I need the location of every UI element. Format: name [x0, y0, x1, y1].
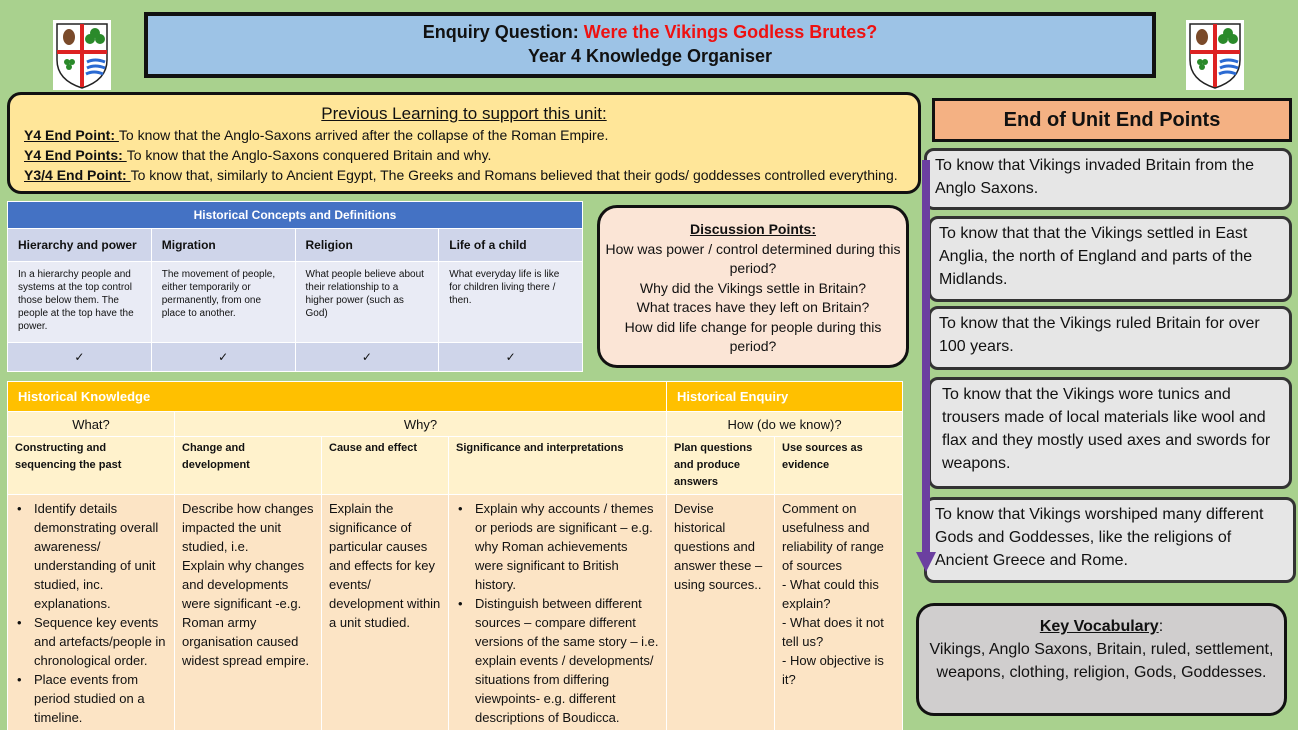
bullet-item: Identify details demonstrating overall a…	[15, 499, 167, 613]
body-line: Comment on usefulness and reliability of…	[782, 501, 884, 573]
end-point-item: To know that Vikings invaded Britain fro…	[924, 148, 1292, 210]
previous-learning-item: Y3/4 End Point: To know that, similarly …	[24, 165, 904, 185]
concept-heading: Hierarchy and power	[7, 228, 152, 263]
down-arrow-icon	[916, 160, 936, 572]
why-label: Why?	[173, 411, 668, 437]
concept-definition: In a hierarchy people and systems at the…	[7, 261, 152, 344]
how-label: How (do we know)?	[666, 411, 904, 437]
discussion-heading: Discussion Points:	[689, 221, 817, 237]
bullet-item: Explain why accounts / themes or periods…	[456, 499, 659, 594]
end-point-item: To know that Vikings worshiped many diff…	[924, 497, 1296, 583]
column-body: Identify details demonstrating overall a…	[7, 494, 175, 730]
body-line: - What could this explain?	[782, 577, 879, 611]
previous-learning-label: Y4 End Points:	[24, 147, 127, 163]
column-heading: Change and development	[174, 436, 322, 495]
discussion-point: Why did the Vikings settle in Britain?	[639, 279, 867, 296]
column-body: Explain why accounts / themes or periods…	[447, 494, 668, 730]
end-point-item: To know that that the Vikings settled in…	[928, 216, 1292, 302]
school-crest-icon	[53, 20, 111, 90]
column-body: Describe how changes impacted the unit s…	[174, 494, 322, 730]
title-banner: Enquiry Question: Were the Vikings Godle…	[144, 12, 1156, 78]
column-heading: Cause and effect	[321, 436, 449, 495]
concept-heading: Religion	[294, 228, 440, 263]
previous-learning-item: Y4 End Points: To know that the Anglo-Sa…	[24, 145, 904, 165]
enquiry-question: Enquiry Question: Were the Vikings Godle…	[148, 22, 1152, 43]
column-heading: Use sources as evidence	[774, 436, 904, 495]
concept-heading: Migration	[150, 228, 296, 263]
tick-icon: ✓	[438, 342, 583, 372]
discussion-points-panel: Discussion Points: How was power / contr…	[597, 205, 909, 368]
discussion-point: How was power / control determined durin…	[605, 240, 901, 277]
what-label: What?	[7, 411, 175, 437]
bullet-item: Place events from period studied on a ti…	[15, 670, 167, 727]
end-points-title: End of Unit End Points	[932, 98, 1292, 142]
previous-learning-text: To know that, similarly to Ancient Egypt…	[130, 167, 898, 183]
vocabulary-colon: :	[1158, 618, 1164, 635]
column-heading: Plan questions and produce answers	[666, 436, 776, 495]
column-heading: Significance and interpretations	[447, 436, 668, 495]
previous-learning-panel: Previous Learning to support this unit: …	[7, 92, 921, 194]
body-line: - How objective is it?	[782, 653, 884, 687]
previous-learning-text: To know that the Anglo-Saxons conquered …	[126, 147, 492, 163]
end-point-item: To know that the Vikings wore tunics and…	[928, 377, 1292, 489]
body-line: Explain why changes and developments wer…	[182, 558, 310, 668]
tick-icon: ✓	[294, 342, 440, 372]
previous-learning-label: Y3/4 End Point:	[24, 167, 131, 183]
previous-learning-label: Y4 End Point:	[24, 127, 119, 143]
enquiry-question-text: Were the Vikings Godless Brutes?	[583, 22, 878, 42]
column-body: Explain the significance of particular c…	[321, 494, 449, 730]
body-line: - What does it not tell us?	[782, 615, 884, 649]
end-point-item: To know that the Vikings ruled Britain f…	[928, 306, 1292, 370]
previous-learning-item: Y4 End Point: To know that the Anglo-Sax…	[24, 125, 904, 145]
tick-icon: ✓	[7, 342, 152, 372]
enquiry-label: Enquiry Question:	[422, 22, 579, 42]
knowledge-table: Historical Knowledge Historical Enquiry …	[6, 381, 904, 730]
column-body: Devise historical questions and answer t…	[666, 494, 776, 730]
column-body: Comment on usefulness and reliability of…	[774, 494, 904, 730]
page-subtitle: Year 4 Knowledge Organiser	[527, 46, 773, 66]
previous-learning-heading: Previous Learning to support this unit:	[321, 104, 607, 123]
school-crest-icon	[1186, 20, 1244, 90]
concepts-table-title: Historical Concepts and Definitions	[7, 200, 583, 230]
concept-definition: The movement of people, either temporari…	[150, 261, 296, 344]
historical-knowledge-title: Historical Knowledge	[6, 381, 668, 412]
concept-heading: Life of a child	[438, 228, 583, 263]
historical-enquiry-title: Historical Enquiry	[666, 381, 904, 412]
body-line: Describe how changes impacted the unit s…	[182, 501, 314, 554]
bullet-item: Sequence key events and artefacts/people…	[15, 613, 167, 670]
previous-learning-text: To know that the Anglo-Saxons arrived af…	[118, 127, 609, 143]
vocabulary-text: Vikings, Anglo Saxons, Britain, ruled, s…	[929, 641, 1274, 681]
tick-icon: ✓	[150, 342, 296, 372]
bullet-item: Distinguish between different sources – …	[456, 594, 659, 727]
concept-definition: What everyday life is like for children …	[438, 261, 583, 344]
concept-definition: What people believe about their relation…	[294, 261, 440, 344]
vocabulary-heading: Key Vocabulary	[1039, 618, 1159, 635]
key-vocabulary-panel: Key Vocabulary: Vikings, Anglo Saxons, B…	[916, 603, 1287, 716]
concepts-table: Historical Concepts and Definitions Hier…	[7, 200, 583, 372]
discussion-point: How did life change for people during th…	[624, 318, 882, 355]
column-heading: Constructing and sequencing the past	[7, 436, 175, 495]
discussion-point: What traces have they left on Britain?	[636, 299, 870, 315]
